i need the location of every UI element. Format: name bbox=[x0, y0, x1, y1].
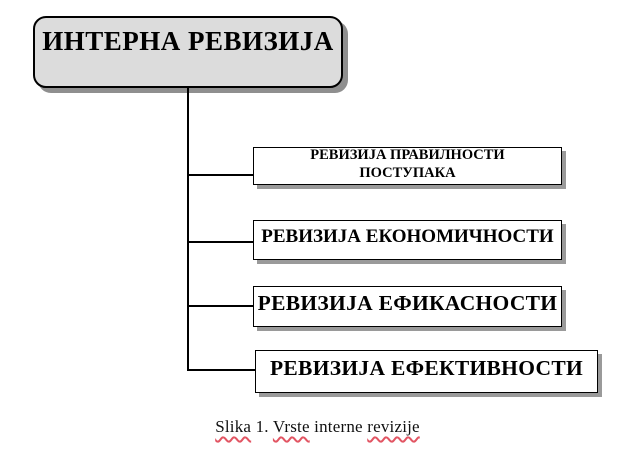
connector-branch-line-1 bbox=[187, 174, 254, 176]
root-node-label: ИНТЕРНА РЕВИЗИЈА bbox=[42, 26, 334, 56]
node-label-line: РЕВИЗИЈА ЕФИКАСНОСТИ bbox=[257, 291, 558, 316]
node-revizija-pravilnosti-postupaka: РЕВИЗИЈА ПРАВИЛНОСТИ ПОСТУПАКА bbox=[253, 147, 562, 185]
node-revizija-efikasnosti: РЕВИЗИЈА ЕФИКАСНОСТИ bbox=[253, 286, 562, 327]
root-node-interna-revizija: ИНТЕРНА РЕВИЗИЈА bbox=[33, 16, 343, 88]
node-label-line: ПОСТУПАКА bbox=[359, 164, 456, 181]
node-label-line: РЕВИЗИЈА ЕФЕКТИВНОСТИ bbox=[269, 356, 583, 381]
node-label-line: РЕВИЗИЈА ПРАВИЛНОСТИ bbox=[310, 147, 505, 164]
caption-word: 1. bbox=[255, 417, 269, 436]
node-revizija-ekonomicnosti: РЕВИЗИЈА ЕКОНОМИЧНОСТИ bbox=[253, 220, 562, 260]
node-revizija-efektivnosti: РЕВИЗИЈА ЕФЕКТИВНОСТИ bbox=[255, 350, 598, 393]
caption-word: interne bbox=[314, 417, 363, 436]
caption-word: revizije bbox=[367, 417, 420, 436]
figure-caption: Slika 1. Vrste interne revizije bbox=[0, 417, 635, 437]
connector-branch-line-4 bbox=[187, 369, 256, 371]
caption-word: Vrste bbox=[272, 417, 310, 436]
connector-branch-line-2 bbox=[187, 241, 254, 243]
connector-vertical-line bbox=[187, 88, 189, 371]
caption-word: Slika bbox=[215, 417, 252, 436]
node-label-line: РЕВИЗИЈА ЕКОНОМИЧНОСТИ bbox=[261, 225, 554, 247]
connector-branch-line-3 bbox=[187, 305, 254, 307]
